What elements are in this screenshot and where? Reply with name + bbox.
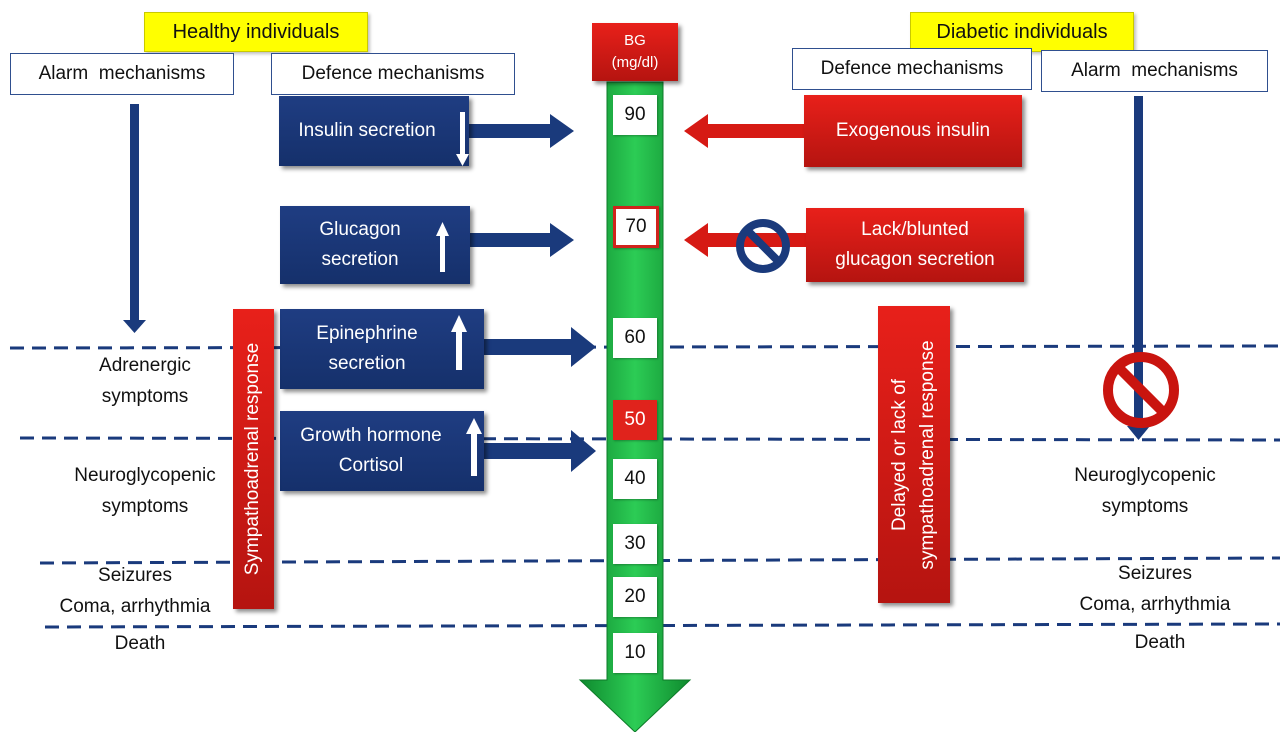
right-coma: Coma, arrhythmia [1079,594,1231,615]
level-50: 50 [613,400,657,440]
glucagon-label-line2: secretion [321,249,399,270]
delayed-sympathoadrenal-label: Delayed or lack of sympathoadrenal respo… [886,340,942,569]
healthy-header-text: Healthy individuals [172,20,340,43]
left-neuro-line1: Neuroglycopenic [74,465,216,486]
bg-unit: (mg/dl) [611,54,659,71]
delayed-line1: Delayed or lack of [889,378,910,532]
left-neuro-line2: symptoms [101,496,189,517]
level-30-text: 30 [624,533,646,554]
blocked-icon-glucagon [736,219,790,273]
level-20-text: 20 [624,586,646,607]
level-70-text: 70 [625,216,647,237]
level-50-text: 50 [624,409,646,430]
left-alarm-title-text: Alarm mechanisms [38,63,206,84]
level-60-text: 60 [624,327,646,348]
adrenergic-line1: Adrenergic [99,355,191,376]
left-seizures-coma: Seizures Coma, arrhythmia [30,560,240,622]
left-alarm-arrow [130,104,139,322]
right-neuro-line1: Neuroglycopenic [1074,465,1216,486]
sympathoadrenal-label: Sympathoadrenal response [242,342,263,576]
left-defence-title: Defence mechanisms [271,53,515,95]
glucagon-label-line1: Glucagon [319,219,401,240]
epinephrine-secretion-box: Epinephrine secretion [280,309,484,389]
right-alarm-title-text: Alarm mechanisms [1071,60,1238,81]
left-alarm-title: Alarm mechanisms [10,53,234,95]
adrenergic-line2: symptoms [101,386,189,407]
delayed-line2: sympathoadrenal response [917,340,938,570]
healthy-header: Healthy individuals [144,12,368,52]
blue-arrows [468,114,596,472]
diabetic-header: Diabetic individuals [910,12,1134,52]
epinephrine-label-line1: Epinephrine [316,323,418,344]
level-40: 40 [613,459,657,499]
growth-hormone-label: Growth hormone [300,425,442,446]
right-death: Death [1080,627,1240,658]
cortisol-label: Cortisol [338,455,404,476]
lack-glucagon-box: Lack/blunted glucagon secretion [806,208,1024,282]
insulin-secretion-label: Insulin secretion [298,120,436,141]
level-40-text: 40 [624,468,646,489]
growth-hormone-cortisol-box: Growth hormone Cortisol [280,411,484,491]
exogenous-insulin-box: Exogenous insulin [804,95,1022,167]
level-90-text: 90 [624,104,646,125]
right-seizures-coma: Seizures Coma, arrhythmia [1050,558,1260,620]
right-alarm-arrow [1134,96,1143,428]
level-30: 30 [613,524,657,564]
left-defence-title-text: Defence mechanisms [301,63,485,84]
level-90: 90 [613,95,657,135]
right-seizures: Seizures [1118,563,1192,584]
level-10-text: 10 [624,642,646,663]
right-defence-title-text: Defence mechanisms [820,58,1004,79]
diabetic-header-text: Diabetic individuals [936,20,1108,43]
right-defence-title: Defence mechanisms [792,48,1032,90]
level-20: 20 [613,577,657,617]
right-death-text: Death [1134,632,1186,653]
level-70: 70 [613,206,659,248]
right-neuro-line2: symptoms [1101,496,1189,517]
left-neuroglycopenic-symptoms: Neuroglycopenic symptoms [40,460,250,522]
level-10: 10 [613,633,657,673]
left-coma: Coma, arrhythmia [59,596,211,617]
red-arrows [684,114,806,257]
sympathoadrenal-bar [233,309,274,609]
bg-label-box: BG (mg/dl) [592,23,678,81]
epinephrine-label-line2: secretion [328,353,406,374]
level-60: 60 [613,318,657,358]
delayed-sympathoadrenal-bar [878,306,950,603]
insulin-secretion-box: Insulin secretion [279,96,469,166]
left-seizures: Seizures [98,565,172,586]
left-death-text: Death [114,633,166,654]
lack-glucagon-line1: Lack/blunted [861,219,969,240]
exogenous-insulin-label: Exogenous insulin [835,120,991,141]
right-neuroglycopenic-symptoms: Neuroglycopenic symptoms [1040,460,1250,522]
lack-glucagon-line2: glucagon secretion [835,249,995,270]
right-alarm-title: Alarm mechanisms [1041,50,1268,92]
bg-label: BG [624,32,646,49]
left-adrenergic-symptoms: Adrenergic symptoms [50,350,240,412]
glucagon-secretion-box: Glucagon secretion [280,206,470,284]
left-death: Death [60,628,220,659]
blocked-icon-alarm [1103,352,1179,428]
